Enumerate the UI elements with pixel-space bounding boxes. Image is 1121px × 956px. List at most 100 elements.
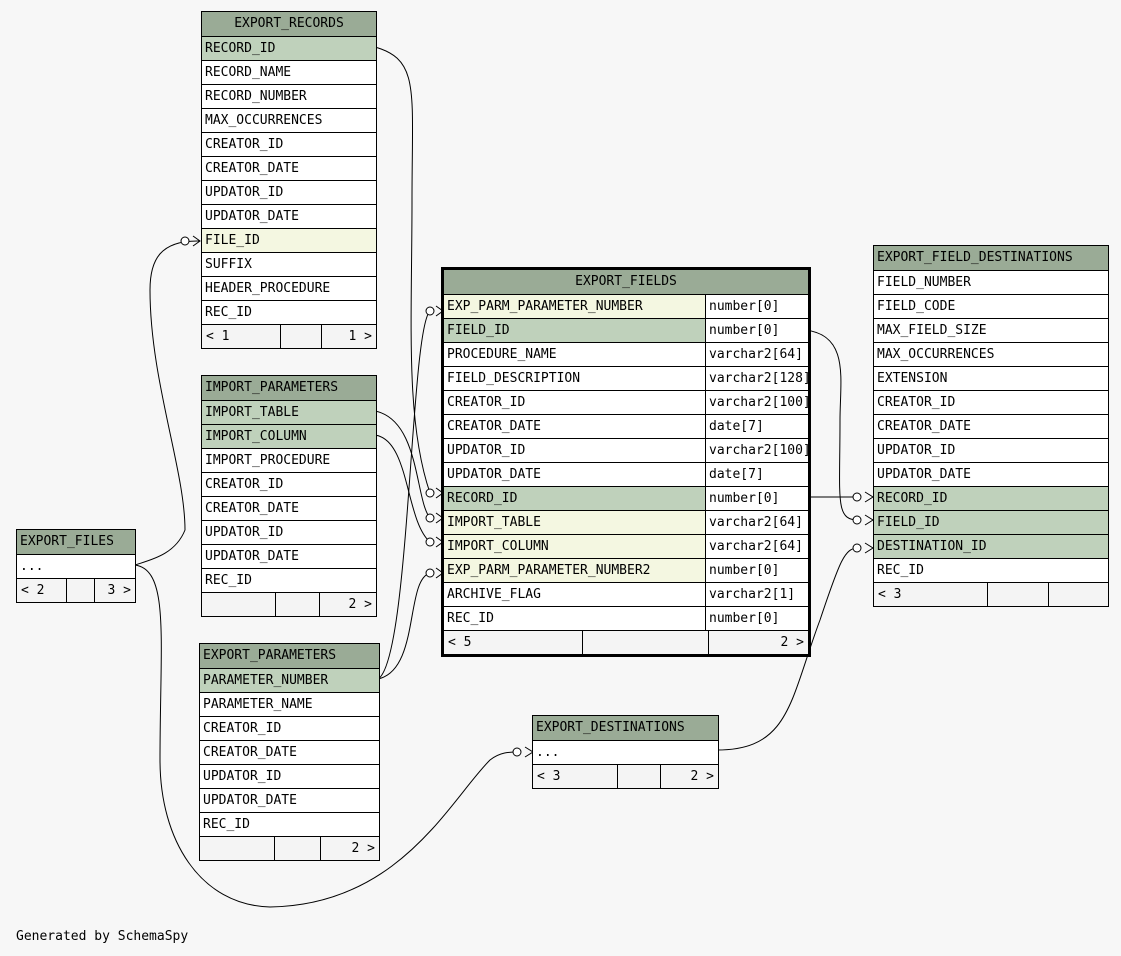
column-row[interactable]: RECORD_ID	[874, 486, 1108, 510]
children-count[interactable]: 1 >	[321, 325, 376, 348]
column-row[interactable]: CREATOR_DATE	[202, 496, 376, 520]
table-title[interactable]: IMPORT_PARAMETERS	[202, 376, 376, 400]
column-row[interactable]: RECORD_NAME	[202, 60, 376, 84]
column-row[interactable]: UPDATOR_ID	[202, 180, 376, 204]
rows-count	[274, 837, 320, 860]
column-row[interactable]: IMPORT_PROCEDURE	[202, 448, 376, 472]
column-row[interactable]: REC_ID	[874, 558, 1108, 582]
table-export-files[interactable]: EXPORT_FILES... < 2 3 >	[16, 529, 136, 603]
column-type: varchar2[1]	[705, 583, 802, 606]
column-row[interactable]: CREATOR_ID	[874, 390, 1108, 414]
column-row[interactable]: UPDATOR_ID	[202, 520, 376, 544]
parents-count[interactable]: < 3	[878, 587, 902, 602]
table-title[interactable]: EXPORT_RECORDS	[202, 12, 376, 36]
column-row[interactable]: CREATOR_DATE	[200, 740, 379, 764]
column-row[interactable]: CREATOR_ID	[202, 472, 376, 496]
column-row[interactable]: PARAMETER_NUMBER	[200, 668, 379, 692]
crowfoot-icon	[864, 491, 874, 503]
column-name: UPDATOR_DATE	[874, 463, 1108, 486]
column-row[interactable]: MAX_OCCURRENCES	[202, 108, 376, 132]
column-row[interactable]: FIELD_NUMBER	[874, 270, 1108, 294]
children-count[interactable]: 2 >	[660, 765, 718, 788]
column-name: HEADER_PROCEDURE	[202, 277, 376, 300]
column-name: FILE_ID	[202, 229, 376, 252]
parents-count[interactable]: < 5	[448, 635, 472, 650]
table-export-destinations[interactable]: EXPORT_DESTINATIONS... < 3 2 >	[532, 715, 719, 789]
column-name: RECORD_ID	[444, 487, 705, 510]
column-row[interactable]: UPDATOR_DATE	[202, 544, 376, 568]
column-row[interactable]: HEADER_PROCEDURE	[202, 276, 376, 300]
column-name: FIELD_NUMBER	[874, 271, 1108, 294]
column-row[interactable]: ...	[17, 554, 135, 578]
children-count[interactable]: 3 >	[94, 579, 135, 602]
column-row[interactable]: REC_ID	[202, 300, 376, 324]
table-title[interactable]: EXPORT_FIELDS	[444, 270, 808, 294]
column-row[interactable]: CREATOR_DATE	[874, 414, 1108, 438]
column-row[interactable]: UPDATOR_DATE	[202, 204, 376, 228]
column-row[interactable]: FIELD_ID	[874, 510, 1108, 534]
column-row[interactable]: RECORD_ID	[202, 36, 376, 60]
column-row[interactable]: CREATOR_DATE	[202, 156, 376, 180]
column-row[interactable]: CREATOR_ID	[200, 716, 379, 740]
column-row[interactable]: DESTINATION_ID	[874, 534, 1108, 558]
children-count[interactable]: 2 >	[320, 837, 379, 860]
column-row[interactable]: UPDATOR_ID	[874, 438, 1108, 462]
column-row[interactable]: UPDATOR_DATE	[200, 788, 379, 812]
column-name: UPDATOR_DATE	[200, 789, 379, 812]
column-name: CREATOR_DATE	[444, 415, 705, 438]
column-row[interactable]: RECORD_NUMBER	[202, 84, 376, 108]
column-row[interactable]: PARAMETER_NAME	[200, 692, 379, 716]
column-row[interactable]: UPDATOR_DATE	[874, 462, 1108, 486]
column-name: EXTENSION	[874, 367, 1108, 390]
table-title[interactable]: EXPORT_FIELD_DESTINATIONS	[874, 246, 1108, 270]
cardinality-circle-icon	[852, 492, 862, 502]
column-row[interactable]: ...	[533, 740, 718, 764]
children-count[interactable]: 2 >	[319, 593, 376, 616]
column-type: date[7]	[705, 463, 802, 486]
column-row[interactable]: FILE_ID	[202, 228, 376, 252]
column-name: RECORD_NUMBER	[202, 85, 376, 108]
table-title[interactable]: EXPORT_PARAMETERS	[200, 644, 379, 668]
column-row[interactable]: REC_ID	[202, 568, 376, 592]
cardinality-circle-icon	[425, 488, 435, 498]
children-count[interactable]: 2 >	[708, 631, 808, 654]
generated-by-label: Generated by SchemaSpy	[16, 929, 189, 944]
column-row[interactable]: IMPORT_COLUMN	[202, 424, 376, 448]
column-row[interactable]: MAX_OCCURRENCES	[874, 342, 1108, 366]
column-row[interactable]: REC_ID	[200, 812, 379, 836]
parents-count[interactable]: < 2	[21, 583, 45, 598]
table-title[interactable]: EXPORT_FILES	[17, 530, 135, 554]
column-name: UPDATOR_ID	[200, 765, 379, 788]
column-row[interactable]: SUFFIX	[202, 252, 376, 276]
column-name: IMPORT_TABLE	[444, 511, 705, 534]
column-row[interactable]: CREATOR_ID	[202, 132, 376, 156]
column-row[interactable]: IMPORT_TABLE	[202, 400, 376, 424]
column-row[interactable]: FIELD_CODE	[874, 294, 1108, 318]
column-name: UPDATOR_DATE	[202, 205, 376, 228]
column-row[interactable]: MAX_FIELD_SIZE	[874, 318, 1108, 342]
column-row[interactable]: UPDATOR_ID	[200, 764, 379, 788]
column-row[interactable]: EXTENSION	[874, 366, 1108, 390]
parents-count[interactable]: < 1	[206, 329, 230, 344]
parents-count[interactable]: < 3	[537, 769, 561, 784]
table-title[interactable]: EXPORT_DESTINATIONS	[533, 716, 718, 740]
